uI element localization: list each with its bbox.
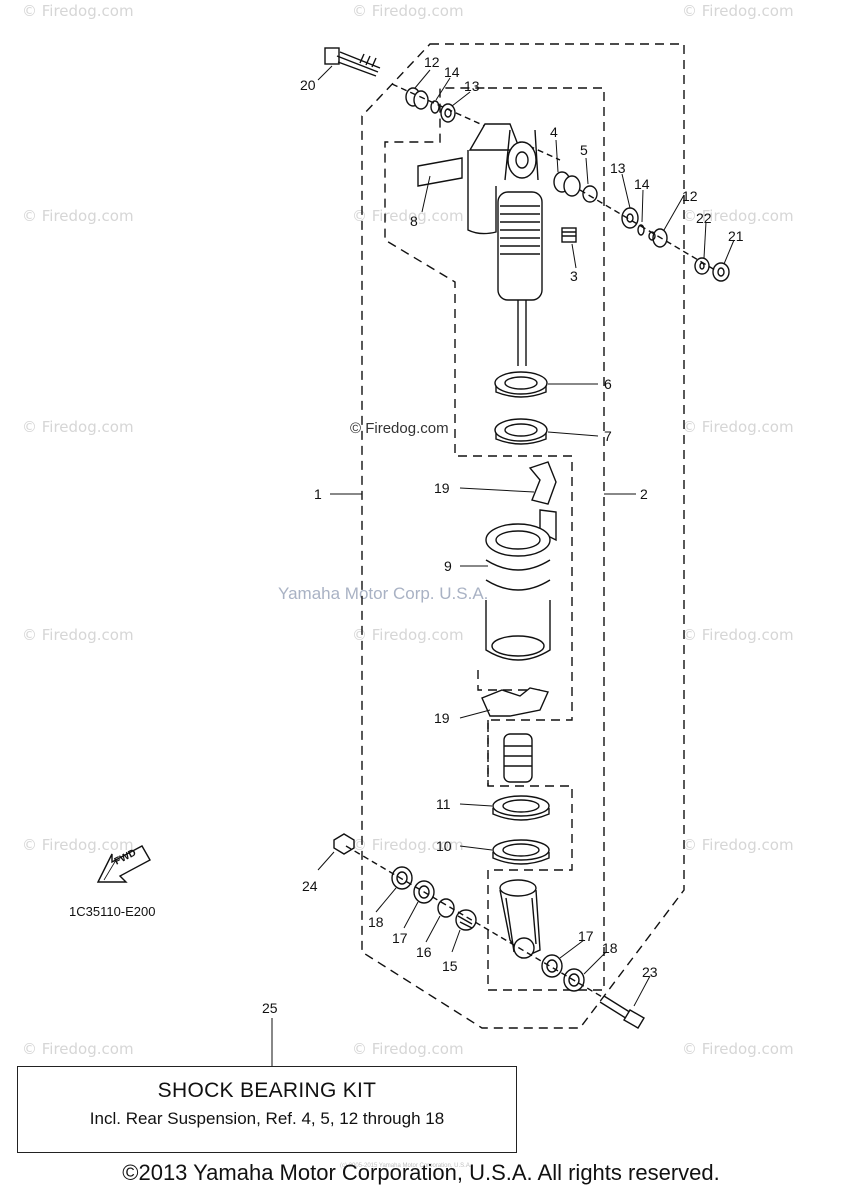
watermark: © Firedog.com: [22, 207, 134, 225]
callout-16: 16: [416, 944, 432, 960]
fitting-3: [561, 227, 577, 243]
callout-12: 12: [424, 54, 440, 70]
washer-10: [492, 839, 550, 865]
fine-print: (c) 2005-2015 Yamaha Motor Corporation, …: [340, 1163, 472, 1169]
callout-18: 18: [368, 914, 384, 930]
callout-14: 14: [444, 64, 460, 80]
callout-13: 13: [464, 78, 480, 94]
callout-20: 20: [300, 77, 316, 93]
callout-14: 14: [634, 176, 650, 192]
assembly-2-boundary: [384, 87, 605, 991]
watermark: © Firedog.com: [22, 836, 134, 854]
assembly-1-boundary: [361, 43, 685, 1029]
adjust-nut-7: [494, 418, 548, 445]
bolt-23: [599, 995, 645, 1029]
callout-8: 8: [410, 213, 418, 229]
upper-right-bushings: [553, 171, 730, 282]
callout-25: 25: [262, 1000, 278, 1016]
callout-12: 12: [682, 188, 698, 204]
watermark: © Firedog.com: [352, 1040, 464, 1058]
callout-4: 4: [550, 124, 558, 140]
watermark: © Firedog.com: [352, 626, 464, 644]
callout-23: 23: [642, 964, 658, 980]
callout-3: 3: [570, 268, 578, 284]
callout-10: 10: [436, 838, 452, 854]
watermark-dark: © Firedog.com: [350, 420, 449, 437]
callout-13: 13: [610, 160, 626, 176]
kit-title: SHOCK BEARING KIT: [157, 1079, 377, 1102]
copyright-notice: ©2013 Yamaha Motor Corporation, U.S.A. A…: [122, 1160, 720, 1185]
lower-bushings: [333, 833, 585, 992]
callout-2: 2: [640, 486, 648, 502]
callout-18: 18: [602, 940, 618, 956]
watermark: © Firedog.com: [22, 418, 134, 436]
callout-9: 9: [444, 558, 452, 574]
watermark: © Firedog.com: [682, 626, 794, 644]
callout-17: 17: [392, 930, 408, 946]
upper-left-bushings: [405, 87, 456, 123]
coil-spring-9: [485, 523, 551, 661]
bump-stop: [503, 733, 533, 783]
kit-info-box: SHOCK BEARING KIT Incl. Rear Suspension,…: [17, 1066, 517, 1153]
watermark: © Firedog.com: [352, 207, 464, 225]
lock-nut-6: [494, 371, 548, 398]
kit-note: Incl. Rear Suspension, Ref. 4, 5, 12 thr…: [89, 1109, 445, 1128]
bolt-20: [324, 47, 381, 77]
callout-11: 11: [436, 796, 451, 812]
watermark: © Firedog.com: [682, 207, 794, 225]
spring-guide-upper: [528, 461, 557, 542]
callout-17: 17: [578, 928, 594, 944]
center-watermark: Yamaha Motor Corp. U.S.A.: [278, 584, 489, 603]
callout-19: 19: [434, 710, 450, 726]
watermark: © Firedog.com: [22, 1040, 134, 1058]
watermark: © Firedog.com: [352, 2, 464, 20]
watermark: © Firedog.com: [682, 418, 794, 436]
watermark: © Firedog.com: [22, 2, 134, 20]
fwd-arrow-icon: [96, 845, 151, 883]
callout-24: 24: [302, 878, 318, 894]
callout-1: 1: [314, 486, 322, 502]
callout-15: 15: [442, 958, 458, 974]
watermark: © Firedog.com: [682, 1040, 794, 1058]
spring-guide-lower: [481, 687, 549, 717]
watermark: © Firedog.com: [22, 626, 134, 644]
lower-clevis: [499, 879, 541, 959]
callout-22: 22: [696, 210, 712, 226]
callout-21: 21: [728, 228, 744, 244]
callout-7: 7: [604, 428, 612, 444]
callout-19: 19: [434, 480, 450, 496]
watermark: © Firedog.com: [682, 2, 794, 20]
watermark: © Firedog.com: [352, 836, 464, 854]
shock-body: [467, 123, 543, 366]
callout-5: 5: [580, 142, 588, 158]
leader-lines: [271, 65, 735, 1066]
callout-6: 6: [604, 376, 612, 392]
washer-11: [492, 795, 550, 821]
diagram-code: 1C35110-E200: [69, 904, 156, 919]
watermark: © Firedog.com: [682, 836, 794, 854]
